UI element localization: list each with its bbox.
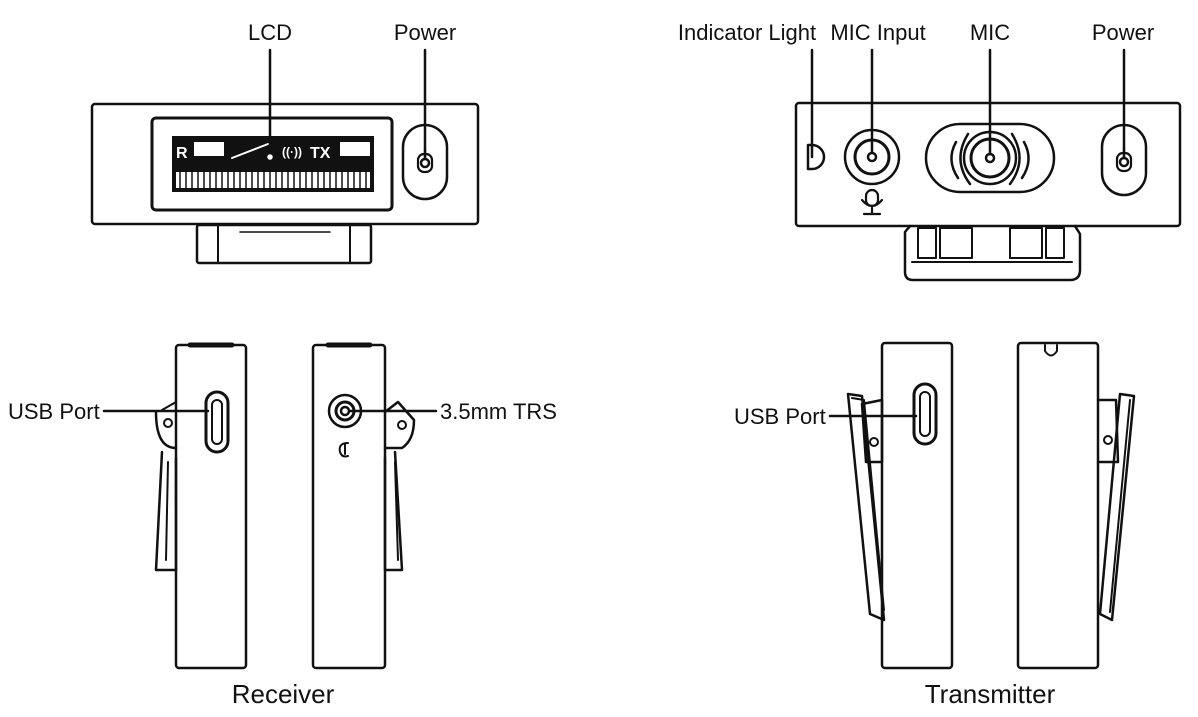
transmitter-front-view xyxy=(794,48,1182,282)
transmitter-power-label: Power xyxy=(1092,20,1154,45)
transmitter-clip-front xyxy=(903,224,1082,282)
lcd-channel-left: R xyxy=(176,145,188,162)
indicator-light xyxy=(806,143,826,171)
lcd-label: LCD xyxy=(248,20,292,45)
transmitter-side-usb-view xyxy=(828,341,954,670)
lcd-screen: R TX ((·)) xyxy=(172,136,374,192)
transmitter-usb-port-label: USB Port xyxy=(734,404,826,429)
indicator-light-label: Indicator Light xyxy=(678,20,816,45)
transmitter-side-back-view xyxy=(1016,341,1136,670)
receiver-side-trs-view xyxy=(311,342,438,670)
svg-text:((·)): ((·)) xyxy=(282,145,302,159)
transmitter-caption: Transmitter xyxy=(925,679,1056,709)
receiver-clip-front xyxy=(195,223,373,265)
lcd-channel-right: TX xyxy=(310,145,331,162)
receiver-body-side-trs xyxy=(311,343,387,670)
receiver-side-usb-view xyxy=(102,342,248,670)
usb-c-port xyxy=(204,390,230,454)
usb-c-port xyxy=(912,382,938,446)
transmitter-body-front xyxy=(794,101,1182,228)
lcd-frame xyxy=(150,116,394,212)
mic-label: MIC xyxy=(970,20,1010,45)
transmitter-body-side-back xyxy=(1016,341,1100,670)
receiver-front-view: R TX ((·)) xyxy=(90,48,480,265)
headphone-icon xyxy=(338,442,349,458)
microphone-icon xyxy=(860,188,884,216)
receiver-power-label: Power xyxy=(394,20,456,45)
transmitter-body-side-usb xyxy=(880,341,954,670)
receiver-usb-port-label: USB Port xyxy=(8,399,100,424)
receiver-caption: Receiver xyxy=(232,679,335,709)
mic-input-label: MIC Input xyxy=(830,20,925,45)
trs-label: 3.5mm TRS xyxy=(440,399,557,424)
